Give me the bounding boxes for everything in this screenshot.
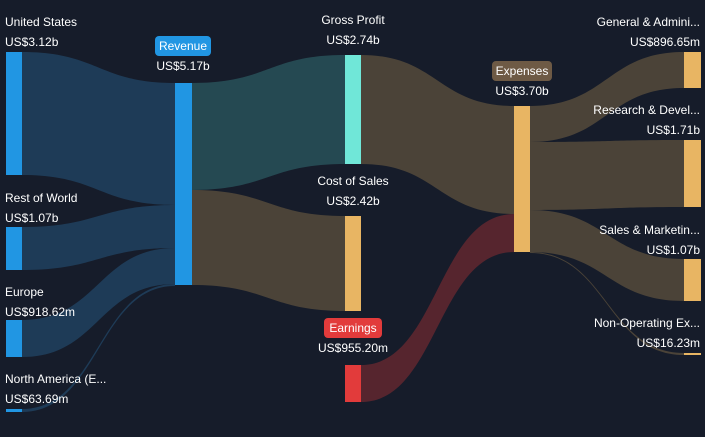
node-us[interactable] bbox=[6, 52, 22, 175]
link-gp-exp bbox=[361, 55, 514, 214]
label-na: North America (E... bbox=[5, 372, 106, 386]
node-ga[interactable] bbox=[684, 52, 701, 88]
value-eu: US$918.62m bbox=[5, 305, 75, 319]
label-row: Rest of World bbox=[5, 191, 77, 205]
exp-badge bbox=[492, 61, 552, 81]
link-us-rev bbox=[22, 52, 175, 205]
link-exp-ga bbox=[530, 52, 684, 142]
label-noe: Non-Operating Ex... bbox=[594, 316, 700, 330]
value-exp: US$3.70b bbox=[495, 84, 549, 98]
sankey-nodes bbox=[6, 52, 701, 412]
link-eu-rev bbox=[22, 248, 175, 357]
value-ga: US$896.65m bbox=[630, 35, 700, 49]
node-earn[interactable] bbox=[345, 365, 361, 402]
node-na[interactable] bbox=[6, 409, 22, 412]
node-gp[interactable] bbox=[345, 55, 361, 164]
node-exp[interactable] bbox=[514, 106, 530, 252]
label-rd: Research & Devel... bbox=[593, 103, 700, 117]
label-gp: Gross Profit bbox=[321, 13, 385, 27]
label-cos: Cost of Sales bbox=[317, 174, 388, 188]
sankey-links bbox=[22, 52, 684, 412]
earn-badge bbox=[324, 318, 382, 338]
label-eu: Europe bbox=[5, 285, 44, 299]
value-row: US$1.07b bbox=[5, 211, 59, 225]
value-rev: US$5.17b bbox=[156, 59, 210, 73]
node-cos[interactable] bbox=[345, 216, 361, 311]
node-eu[interactable] bbox=[6, 320, 22, 357]
value-us: US$3.12b bbox=[5, 35, 59, 49]
node-noe[interactable] bbox=[684, 353, 701, 355]
node-sm[interactable] bbox=[684, 259, 701, 301]
label-exp: Expenses bbox=[496, 64, 549, 78]
link-exp-noe bbox=[530, 252, 684, 355]
node-rev[interactable] bbox=[175, 83, 192, 285]
link-earn-exp bbox=[361, 214, 514, 402]
label-earn: Earnings bbox=[329, 321, 376, 335]
value-sm: US$1.07b bbox=[647, 243, 701, 257]
label-ga: General & Admini... bbox=[597, 15, 700, 29]
node-row[interactable] bbox=[6, 227, 22, 270]
rev-badge bbox=[155, 36, 211, 56]
link-na-rev bbox=[22, 284, 175, 412]
link-rev-gp bbox=[192, 55, 345, 190]
value-noe: US$16.23m bbox=[637, 336, 700, 350]
label-rev: Revenue bbox=[159, 39, 207, 53]
value-cos: US$2.42b bbox=[326, 194, 380, 208]
value-na: US$63.69m bbox=[5, 392, 68, 406]
link-exp-rd bbox=[530, 140, 684, 210]
link-rev-cos bbox=[192, 190, 345, 311]
node-rd[interactable] bbox=[684, 140, 701, 207]
label-sm: Sales & Marketin... bbox=[599, 223, 700, 237]
value-earn: US$955.20m bbox=[318, 341, 388, 355]
link-row-rev bbox=[22, 205, 175, 270]
label-us: United States bbox=[5, 15, 77, 29]
link-exp-sm bbox=[530, 210, 684, 301]
value-rd: US$1.71b bbox=[647, 123, 701, 137]
value-gp: US$2.74b bbox=[326, 33, 380, 47]
